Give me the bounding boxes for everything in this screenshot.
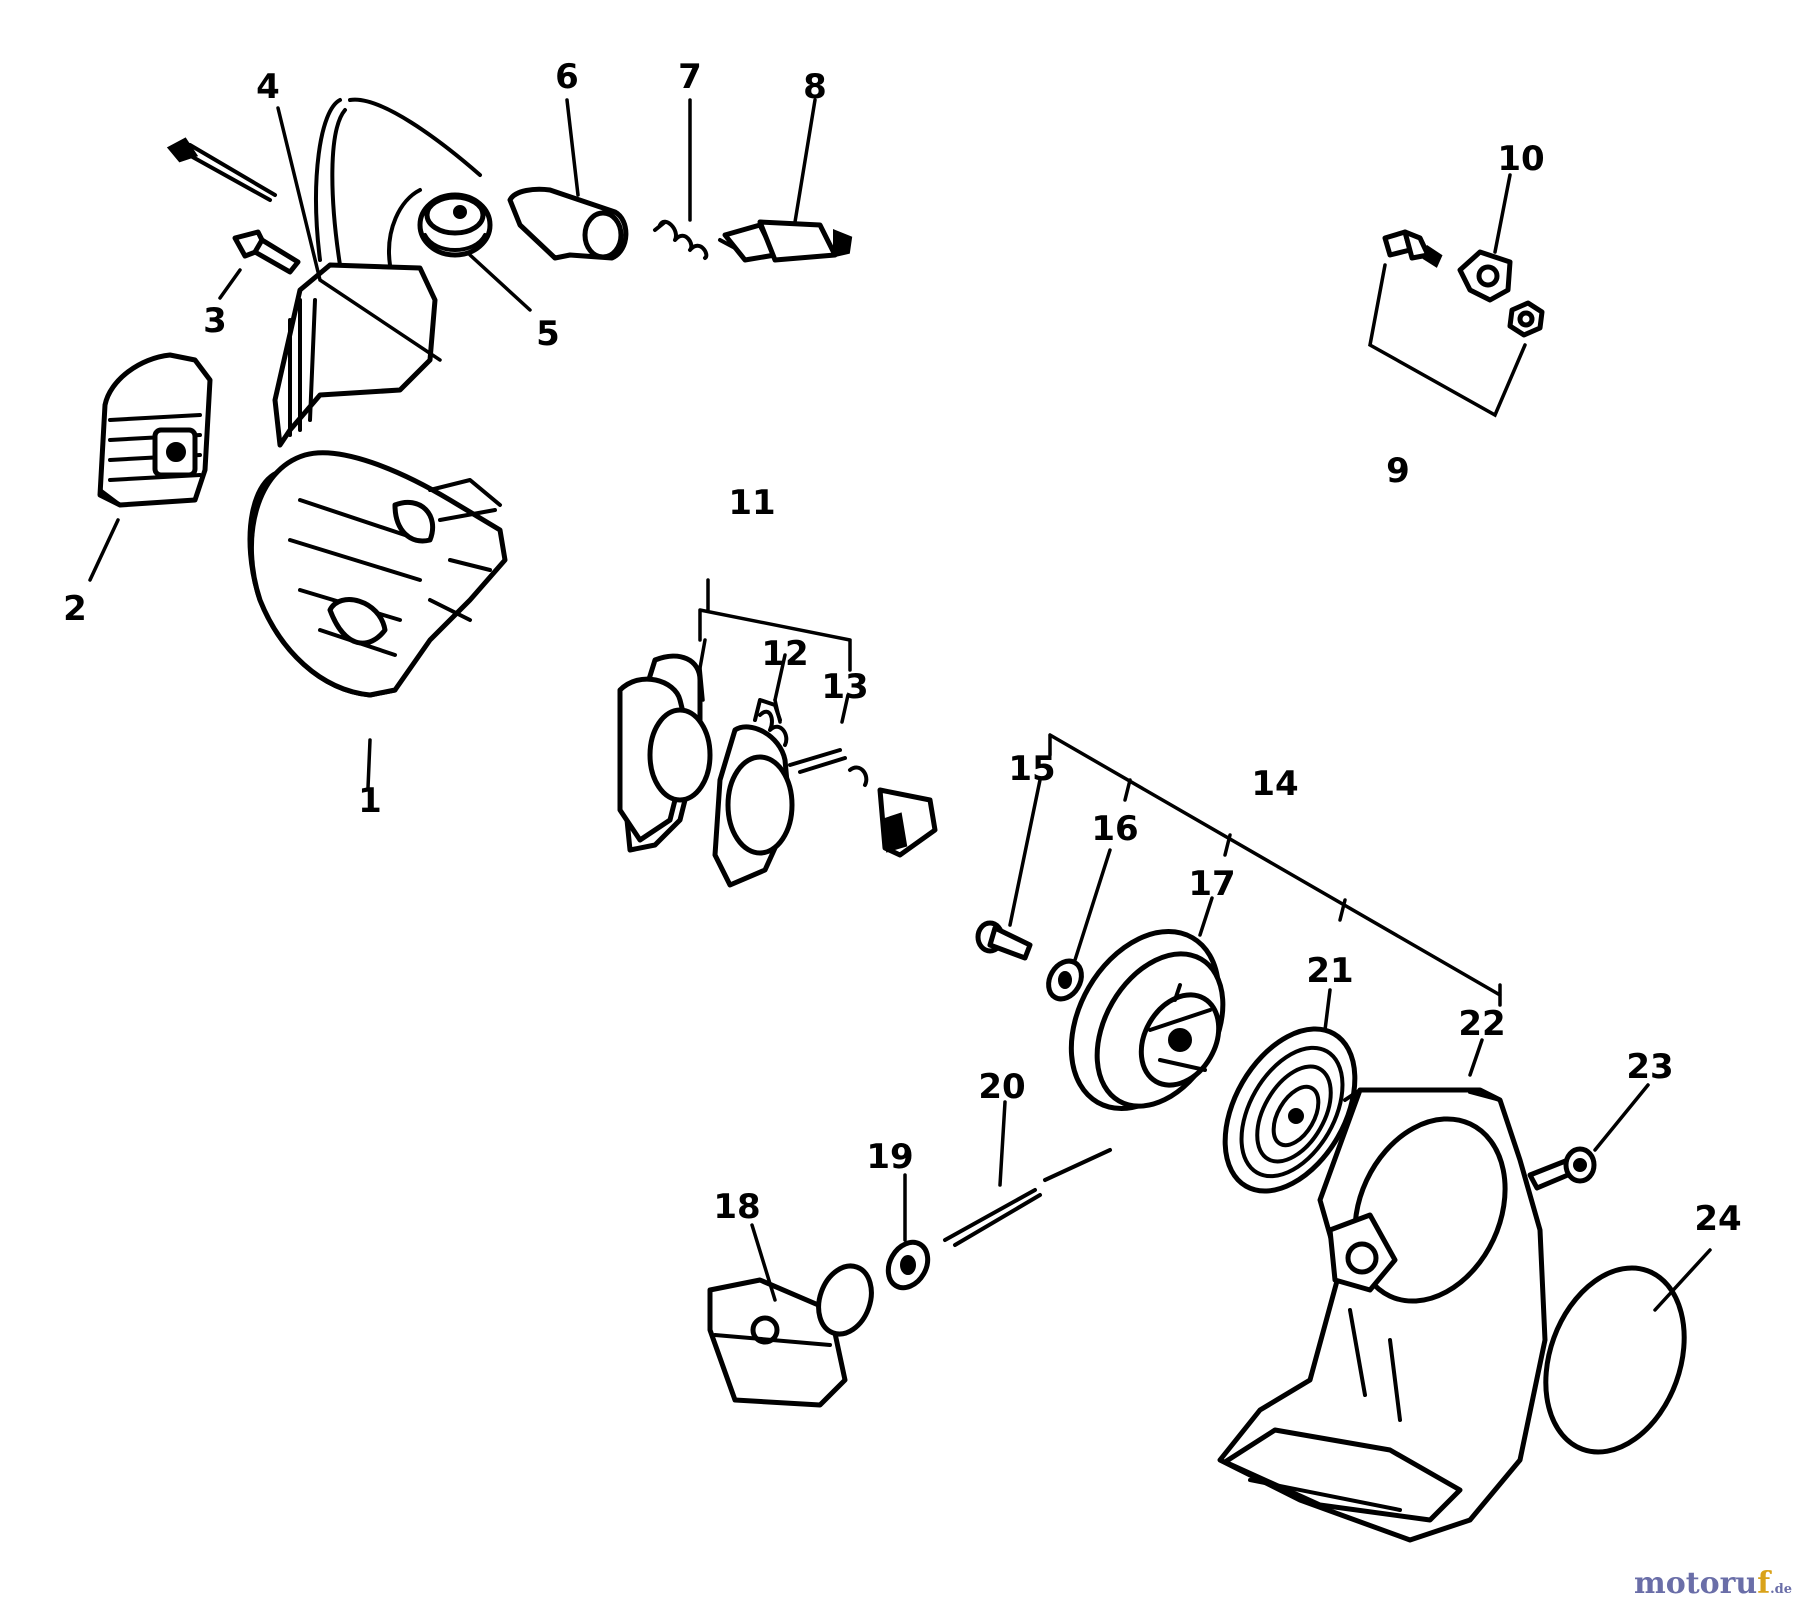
callout-15: 15 [1008, 749, 1055, 789]
callout-11: 11 [728, 483, 775, 523]
callout-16: 16 [1091, 809, 1138, 849]
part-22-starter-housing [1217, 1087, 1548, 1543]
part-2-block [97, 352, 213, 508]
callout-labels: 1 2 3 4 5 6 7 8 9 10 11 12 13 14 15 16 1… [63, 57, 1742, 1239]
callout-9: 9 [1386, 451, 1410, 491]
part-16-washer [1046, 958, 1084, 1002]
part-9-10-fittings [1382, 229, 1545, 338]
callout-4: 4 [256, 67, 280, 107]
callout-19: 19 [866, 1137, 913, 1177]
part-3-bolt [232, 229, 301, 275]
part-4-ignition-coil [166, 97, 482, 448]
part-19-rope-guide [885, 1239, 931, 1291]
watermark-suffix: .de [1770, 1582, 1792, 1597]
part-8-spark-plug [718, 219, 853, 263]
callout-21: 21 [1306, 951, 1353, 991]
callout-3: 3 [203, 301, 227, 341]
callout-8: 8 [803, 67, 827, 107]
part-7-spring [653, 219, 709, 260]
leader-lines [88, 98, 1712, 1312]
callout-22: 22 [1458, 1004, 1505, 1044]
callout-10: 10 [1497, 139, 1544, 179]
callout-14: 14 [1251, 764, 1298, 804]
part-24-o-ring [1543, 1265, 1687, 1455]
part-flywheel [247, 450, 508, 698]
part-21-recoil-spring [1222, 1026, 1358, 1194]
callout-1: 1 [358, 781, 382, 821]
callout-18: 18 [713, 1187, 760, 1227]
part-20-starter-rope [943, 1148, 1112, 1247]
part-6-boot [507, 186, 629, 261]
callout-13: 13 [821, 667, 868, 707]
watermark-text-accent: f [1757, 1566, 1771, 1601]
part-23-bolt [1527, 1146, 1597, 1191]
part-5-cap [417, 192, 493, 258]
watermark-text-main: motoru [1633, 1566, 1758, 1601]
callout-12: 12 [761, 634, 808, 674]
callout-17: 17 [1188, 864, 1235, 904]
callout-24: 24 [1694, 1199, 1741, 1239]
part-15-screw [975, 920, 1033, 961]
part-18-starter-handle [707, 1263, 874, 1408]
callout-7: 7 [678, 57, 702, 97]
part-17-rope-pulley [1068, 929, 1226, 1111]
callout-20: 20 [978, 1067, 1025, 1107]
callout-2: 2 [63, 589, 87, 629]
watermark-logo: motoruf.de [1634, 1566, 1792, 1601]
callout-6: 6 [555, 57, 579, 97]
callout-23: 23 [1626, 1047, 1673, 1087]
callout-5: 5 [536, 314, 560, 354]
